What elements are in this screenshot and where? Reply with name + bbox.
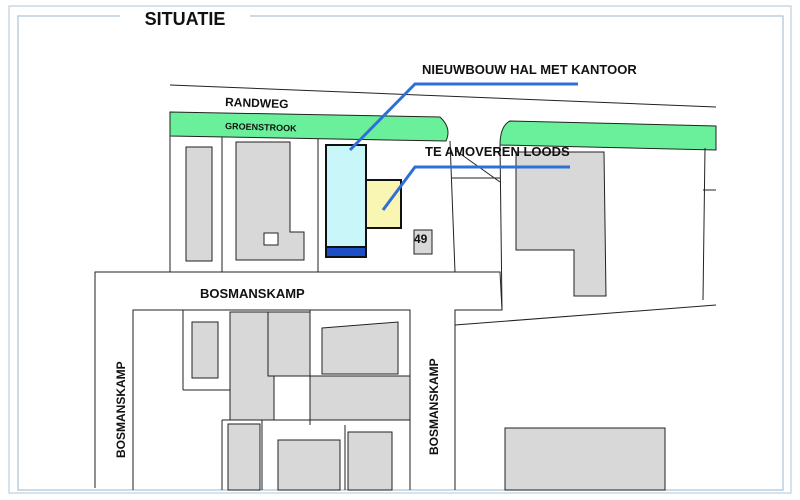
existing-building bbox=[235, 141, 305, 261]
groenstrook-left bbox=[169, 111, 449, 142]
existing-building bbox=[227, 423, 261, 491]
nieuwbouw-label: NIEUWBOUW HAL MET KANTOOR bbox=[422, 62, 637, 77]
leader-te-amoveren bbox=[381, 165, 570, 211]
nieuwbouw-kantoor bbox=[325, 246, 367, 258]
groenstrook-right bbox=[499, 120, 717, 151]
existing-building bbox=[504, 427, 666, 491]
bosmanskamp-top-label: BOSMANSKAMP bbox=[200, 286, 305, 301]
te-amoveren-label: TE AMOVEREN LOODS bbox=[425, 144, 570, 159]
randweg-line bbox=[169, 84, 717, 108]
existing-building bbox=[267, 311, 311, 377]
existing-building bbox=[191, 321, 219, 379]
street-boundary bbox=[94, 271, 503, 490]
existing-building bbox=[229, 311, 275, 421]
existing-building bbox=[321, 321, 399, 375]
plot-boundary bbox=[454, 304, 717, 326]
leader-nieuwbouw bbox=[348, 82, 578, 152]
randweg-label: RANDWEG bbox=[225, 95, 289, 111]
nieuwbouw-hal bbox=[325, 144, 367, 248]
existing-building bbox=[277, 439, 341, 491]
house-number-label: 49 bbox=[414, 232, 428, 246]
te-amoveren-loods bbox=[365, 179, 402, 229]
existing-building bbox=[309, 375, 411, 421]
existing-building bbox=[347, 431, 393, 491]
plot-boundary bbox=[449, 140, 456, 273]
title-background bbox=[120, 8, 250, 30]
existing-building bbox=[185, 146, 213, 262]
map-title: SITUATIE bbox=[145, 9, 226, 29]
existing-building bbox=[413, 229, 433, 255]
existing-building bbox=[515, 151, 607, 297]
bosmanskamp-left-label: BOSMANSKAMP bbox=[114, 361, 128, 458]
groenstrook-label: GROENSTROOK bbox=[225, 121, 297, 134]
building-courtyard bbox=[263, 232, 279, 246]
plot-boundary bbox=[499, 144, 503, 311]
plot-boundary bbox=[702, 147, 706, 301]
frame-inner-border bbox=[17, 15, 784, 491]
bosmanskamp-right-label: BOSMANSKAMP bbox=[427, 358, 441, 455]
